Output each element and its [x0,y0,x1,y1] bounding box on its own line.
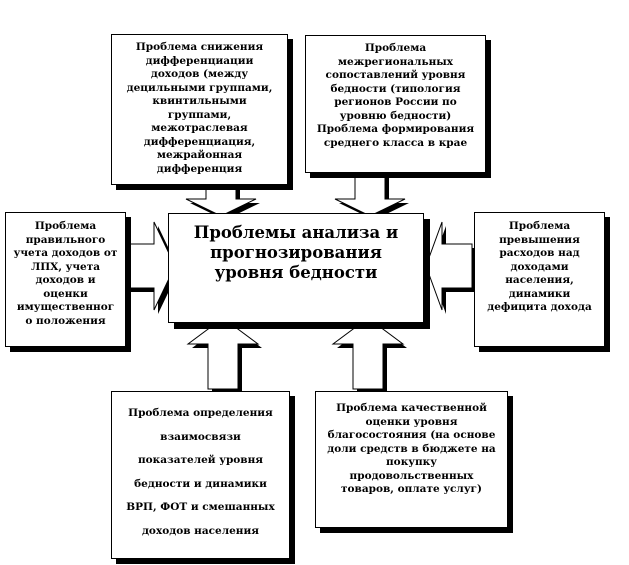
problem-box-interregional-comparison: Проблема межрегиональных сопоставлений у… [305,35,486,173]
problem-text-welfare-assessment: Проблема качественной оценки уровня благ… [327,402,496,495]
arrow-left [123,221,176,311]
central-problem-box: Проблемы анализа и прогнозирования уровн… [168,213,424,323]
problem-box-income-differentiation: Проблема снижения дифференциации доходов… [111,34,288,185]
problem-text-indicator-relationship: Проблема определения взаимосвязи показат… [126,407,275,537]
problem-text-income-differentiation: Проблема снижения дифференциации доходов… [126,41,273,175]
problem-text-expense-excess: Проблема превышения расходов над доходам… [487,220,592,313]
problem-box-welfare-assessment: Проблема качественной оценки уровня благ… [315,391,508,528]
arrow-bottom-right [331,317,405,390]
problem-box-expense-excess: Проблема превышения расходов над доходам… [474,212,605,347]
arrow-bottom-left [186,317,260,390]
arrow-shapes [123,163,473,390]
problem-box-indicator-relationship: Проблема определения взаимосвязи показат… [111,391,290,559]
problem-box-income-accounting: Проблема правильного учета доходов от ЛП… [5,212,126,347]
central-problem-title: Проблемы анализа и прогнозирования уровн… [193,223,399,282]
arrow-right [425,221,473,311]
problem-text-interregional-comparison: Проблема межрегиональных сопоставлений у… [316,42,475,149]
problem-text-income-accounting: Проблема правильного учета доходов от ЛП… [13,220,118,327]
